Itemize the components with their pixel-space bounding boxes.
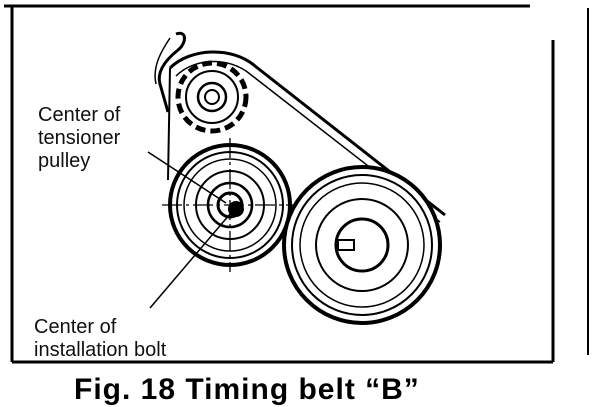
tensioner-centerlines (162, 138, 298, 272)
leader-lines (147, 151, 231, 309)
tensioner-label-line-3: pulley (38, 150, 91, 172)
tensioner-label-line-2: tensioner (38, 127, 121, 149)
bolt-label-line-2: installation bolt (34, 339, 167, 361)
figure-frame (4, 4, 589, 364)
tensioner-center-label: Center of tensioner pulley (38, 104, 120, 173)
bolt-label-line-1: Center of (34, 316, 117, 338)
crankshaft-key (337, 239, 355, 251)
bolt-center-label: Center of installation bolt (34, 316, 166, 362)
figure-caption: Fig. 18 Timing belt “B” (74, 373, 420, 406)
crankshaft-pulley (282, 165, 442, 325)
tensioner-spring-inner (154, 37, 171, 85)
camshaft-sprocket (175, 60, 249, 134)
tensioner-label-line-1: Center of (38, 104, 121, 126)
tensioner-spring (157, 31, 186, 113)
